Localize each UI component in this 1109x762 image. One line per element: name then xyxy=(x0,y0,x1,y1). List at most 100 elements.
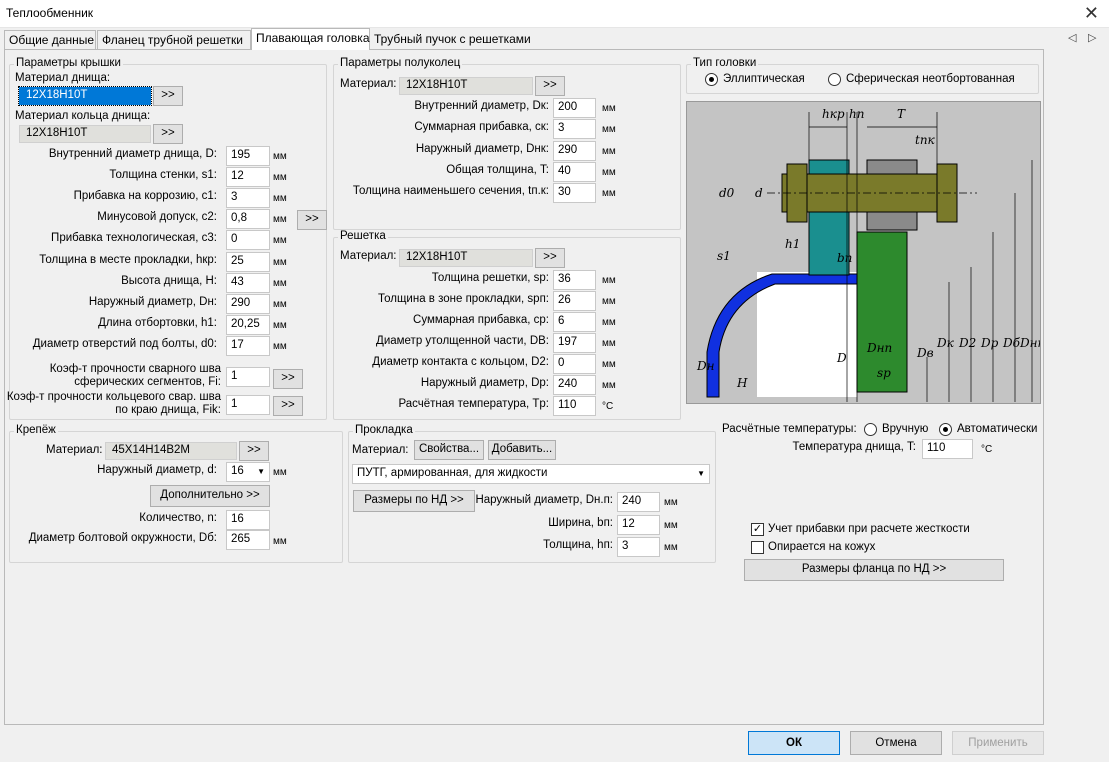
half-ring-field-label-4: Толщина наименьшего сечения, tп.к: xyxy=(352,185,549,198)
cover-material-button[interactable]: >> xyxy=(153,86,183,106)
stiffness-checkbox[interactable]: ✓ xyxy=(751,523,764,536)
half-ring-field-label-0: Внутренний диаметр, Dк: xyxy=(414,100,549,112)
cover-field-input-5[interactable]: 25 xyxy=(226,251,270,272)
half-ring-material-field[interactable]: 12Х18Н10Т xyxy=(399,77,533,95)
diagram-label-dn: Dн xyxy=(696,359,715,373)
tab-tube-bundle[interactable]: Трубный пучок с решетками xyxy=(374,32,531,46)
temp-auto-radio[interactable] xyxy=(939,423,952,436)
fasteners-material-field[interactable]: 45Х14Н14В2М xyxy=(105,442,237,460)
diagram-svg: hкр hп T tпк d0 d h1 bп s1 H sp Dн D Dнп… xyxy=(696,107,1040,402)
cover-field-input-0[interactable]: 195 xyxy=(226,146,270,166)
grid-field-unit-3: мм xyxy=(602,338,616,349)
apply-button[interactable]: Применить xyxy=(952,731,1044,755)
cover-field-label-0: Внутренний диаметр днища, D: xyxy=(48,148,217,160)
fi-input[interactable]: 1 xyxy=(226,367,270,387)
tab-tube-sheet-flange[interactable]: Фланец трубной решетки xyxy=(97,30,251,50)
cover-field-input-7[interactable]: 290 xyxy=(226,293,270,314)
ring-material-field[interactable]: 12Х18Н10Т xyxy=(19,125,151,143)
temp-manual-label[interactable]: Вручную xyxy=(882,423,929,435)
tab-floating-head[interactable]: Плавающая головка xyxy=(251,28,370,50)
flange-nd-button[interactable]: Размеры фланца по НД >> xyxy=(744,559,1004,581)
gasket-field-input-2[interactable]: 3 xyxy=(617,537,660,557)
cover-field-input-9[interactable]: 17 xyxy=(226,335,270,356)
head-type-spherical-label[interactable]: Сферическая неотбортованная xyxy=(846,73,1015,85)
half-ring-field-input-3[interactable]: 40 xyxy=(553,161,596,182)
grid-material-field[interactable]: 12Х18Н10Т xyxy=(399,249,533,267)
tab-scroll-right-icon[interactable]: ▷ xyxy=(1088,32,1097,44)
head-type-elliptic-label[interactable]: Эллиптическая xyxy=(723,73,805,85)
grid-field-input-1[interactable]: 26 xyxy=(553,291,596,311)
gasket-add-button[interactable]: Добавить... xyxy=(488,440,556,460)
stiffness-label[interactable]: Учет прибавки при расчете жесткости xyxy=(768,523,970,535)
bolt-count-input[interactable]: 16 xyxy=(226,510,270,530)
cancel-button[interactable]: Отмена xyxy=(850,731,942,755)
bolt-diameter-select[interactable]: 16 ▼ xyxy=(226,462,270,482)
grid-field-label-0: Толщина решетки, sp: xyxy=(431,272,549,284)
cover-field-unit-6: мм xyxy=(273,277,287,289)
fik-label-line1: Коэф-т прочности кольцевого свар. шва xyxy=(6,391,221,403)
shell-checkbox[interactable] xyxy=(751,541,764,554)
head-type-elliptic-radio[interactable] xyxy=(705,73,718,86)
grid-field-input-0[interactable]: 36 xyxy=(553,270,596,290)
grid-field-input-5[interactable]: 240 xyxy=(553,375,596,395)
ring-material-label: Материал кольца днища: xyxy=(15,110,151,122)
grid-field-label-1: Толщина в зоне прокладки, spп: xyxy=(377,293,549,305)
grid-field-input-4[interactable]: 0 xyxy=(553,354,596,374)
grid-material-button[interactable]: >> xyxy=(535,248,565,268)
fik-input[interactable]: 1 xyxy=(226,395,270,415)
bolt-circle-label: Диаметр болтовой окружности, Dб: xyxy=(28,532,217,544)
grid-field-input-3[interactable]: 197 xyxy=(553,333,596,353)
cover-field-input-6[interactable]: 43 xyxy=(226,272,270,293)
half-ring-field-input-4[interactable]: 30 xyxy=(553,183,596,204)
temp-manual-radio[interactable] xyxy=(864,423,877,436)
cover-field-unit-2: мм xyxy=(273,193,287,205)
head-type-group: Тип головки xyxy=(686,57,1039,94)
shell-label[interactable]: Опирается на кожух xyxy=(768,541,876,553)
bolt-circle-input[interactable]: 265 xyxy=(226,530,270,550)
cover-field-unit-0: мм xyxy=(273,151,287,162)
cover-field-input-1[interactable]: 12 xyxy=(226,167,270,188)
gasket-nd-button[interactable]: Размеры по НД >> xyxy=(353,490,475,512)
head-type-spherical-radio[interactable] xyxy=(828,73,841,86)
temp-auto-label[interactable]: Автоматически xyxy=(957,423,1038,435)
cover-field-input-2[interactable]: 3 xyxy=(226,188,270,209)
title-bar: Теплообменник ✕ xyxy=(0,0,1109,28)
gasket-field-input-1[interactable]: 12 xyxy=(617,514,660,535)
cover-field-unit-8: мм xyxy=(273,319,287,331)
cover-material-field[interactable]: 12Х18Н10Т xyxy=(18,86,152,106)
grid-group: Решетка xyxy=(333,230,681,420)
cover-field-label-1: Толщина стенки, s1: xyxy=(109,169,217,182)
cover-field-label-9: Диаметр отверстий под болты, d0: xyxy=(32,337,217,350)
half-ring-field-input-1[interactable]: 3 xyxy=(553,119,596,140)
ok-button[interactable]: ОК xyxy=(748,731,840,755)
grid-field-input-6[interactable]: 110 xyxy=(553,396,596,416)
half-ring-material-button[interactable]: >> xyxy=(535,76,565,96)
tab-general[interactable]: Общие данные xyxy=(4,30,96,50)
gasket-properties-button[interactable]: Свойства... xyxy=(414,440,484,460)
half-ring-field-input-0[interactable]: 200 xyxy=(553,98,596,118)
cover-field-unit-5: мм xyxy=(273,256,287,268)
fik-more-button[interactable]: >> xyxy=(273,396,303,416)
diagram-label-sp: sp xyxy=(877,366,891,380)
fi-more-button[interactable]: >> xyxy=(273,369,303,389)
ring-material-button[interactable]: >> xyxy=(153,124,183,144)
cover-field-unit-4: мм xyxy=(273,235,287,247)
bottom-temp-label: Температура днища, T: xyxy=(792,441,916,453)
gasket-type-select[interactable]: ПУТГ, армированная, для жидкости ▼ xyxy=(352,464,710,484)
cover-field-input-4[interactable]: 0 xyxy=(226,230,270,251)
temperatures-label: Расчётные температуры: xyxy=(722,423,857,435)
half-ring-field-unit-0: мм xyxy=(602,103,616,114)
tab-scroll-left-icon[interactable]: ◁ xyxy=(1068,32,1077,44)
fasteners-more-button[interactable]: Дополнительно >> xyxy=(150,485,270,507)
fasteners-material-button[interactable]: >> xyxy=(239,441,269,461)
grid-field-input-2[interactable]: 6 xyxy=(553,312,596,332)
cover-field-input-8[interactable]: 20,25 xyxy=(226,314,270,335)
gasket-field-input-0[interactable]: 240 xyxy=(617,492,660,512)
tolerance-more-button[interactable]: >> xyxy=(297,210,327,230)
half-ring-field-label-3: Общая толщина, T: xyxy=(446,163,549,176)
half-ring-field-input-2[interactable]: 290 xyxy=(553,140,596,161)
cover-field-input-3[interactable]: 0,8 xyxy=(226,209,270,230)
close-icon[interactable]: ✕ xyxy=(1083,3,1099,23)
diagram-label-tpk: tпк xyxy=(915,133,936,147)
bottom-temp-input[interactable]: 110 xyxy=(922,439,973,459)
